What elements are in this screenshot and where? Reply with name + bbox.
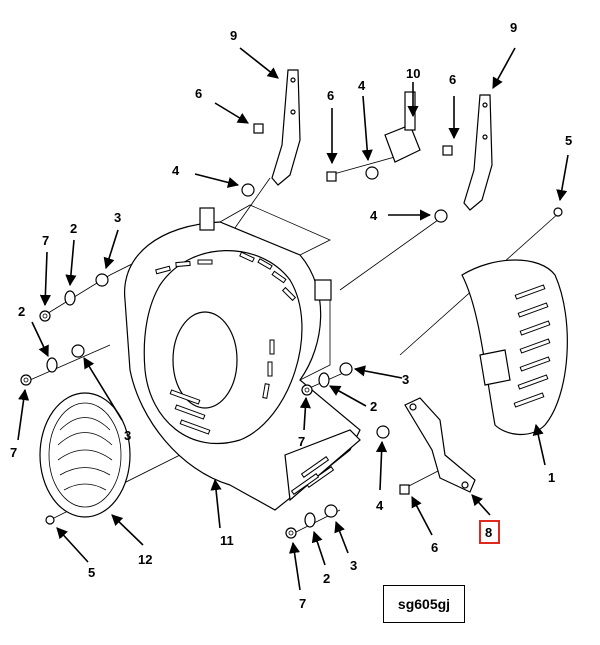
callout-11: 11: [220, 533, 234, 548]
callout-7: 7: [299, 596, 306, 611]
cover-shroud-part-1: [461, 259, 568, 435]
callout-2: 2: [70, 221, 77, 236]
callout-6: 6: [195, 86, 202, 101]
lock-washer-part-4: [376, 425, 390, 439]
nut-part-5: [553, 207, 563, 217]
bolt-part-6: [399, 484, 410, 495]
washer-part-2: [64, 290, 76, 306]
callout-2: 2: [18, 304, 25, 319]
diagram-code-text: sg605gj: [397, 596, 451, 612]
housing-vent-slots: [155, 251, 335, 495]
callout-8: 8: [485, 525, 492, 540]
callout-7: 7: [42, 233, 49, 248]
callout-2: 2: [323, 571, 330, 586]
lock-washer-part-3: [95, 273, 109, 287]
callout-5: 5: [88, 565, 95, 580]
washer-part-2: [304, 512, 316, 528]
bolt-part-6: [442, 145, 453, 156]
washer-part-2: [46, 357, 58, 373]
blower-housing-part-11: [124, 204, 361, 511]
lock-washer-part-3: [339, 362, 353, 376]
callout-7: 7: [10, 445, 17, 460]
callout-6: 6: [449, 72, 456, 87]
assembly-lines: [29, 149, 561, 536]
bracket-part-9-left: [271, 69, 301, 186]
callout-1: 1: [548, 470, 555, 485]
callout-5: 5: [565, 133, 572, 148]
callout-10: 10: [406, 66, 420, 81]
grille-disc-part-12: [39, 392, 131, 518]
callout-9: 9: [510, 20, 517, 35]
nut-part-7: [285, 527, 297, 539]
callout-2: 2: [370, 399, 377, 414]
nut-part-7: [301, 384, 313, 396]
mount-part-10: [384, 91, 421, 163]
callout-12: 12: [138, 552, 152, 567]
callout-6: 6: [431, 540, 438, 555]
nut-part-5: [45, 515, 55, 525]
lock-washer-part-4: [241, 183, 255, 197]
lock-washer-part-4: [434, 209, 448, 223]
bracket-part-8: [404, 397, 476, 493]
diagram-code-label: sg605gj: [383, 585, 465, 623]
washer-part-2: [318, 372, 330, 388]
callout-3: 3: [124, 428, 131, 443]
callout-3: 3: [402, 372, 409, 387]
lock-washer-part-3: [324, 504, 338, 518]
callout-4: 4: [172, 163, 180, 178]
leader-arrows: [17, 47, 569, 591]
callout-4: 4: [376, 498, 384, 513]
callout-6: 6: [327, 88, 334, 103]
nut-part-7: [39, 310, 51, 322]
bolt-part-6: [253, 123, 264, 134]
callout-3: 3: [114, 210, 121, 225]
callout-4: 4: [370, 208, 378, 223]
callout-7: 7: [298, 434, 305, 449]
callout-9: 9: [230, 28, 237, 43]
lock-washer-part-4: [365, 166, 379, 180]
bracket-part-9-right: [463, 94, 493, 211]
callout-8-highlighted[interactable]: 8: [479, 520, 500, 544]
fasteners: [20, 123, 563, 539]
bolt-part-6: [326, 171, 337, 182]
callout-3: 3: [350, 558, 357, 573]
callout-4: 4: [358, 78, 366, 93]
callout-labels: 9 9 10 6 6 6 4 4 4 5 3 2 7 2 3 7 3 2 7 4…: [10, 20, 572, 611]
lock-washer-part-3: [71, 344, 85, 358]
nut-part-7: [20, 374, 32, 386]
